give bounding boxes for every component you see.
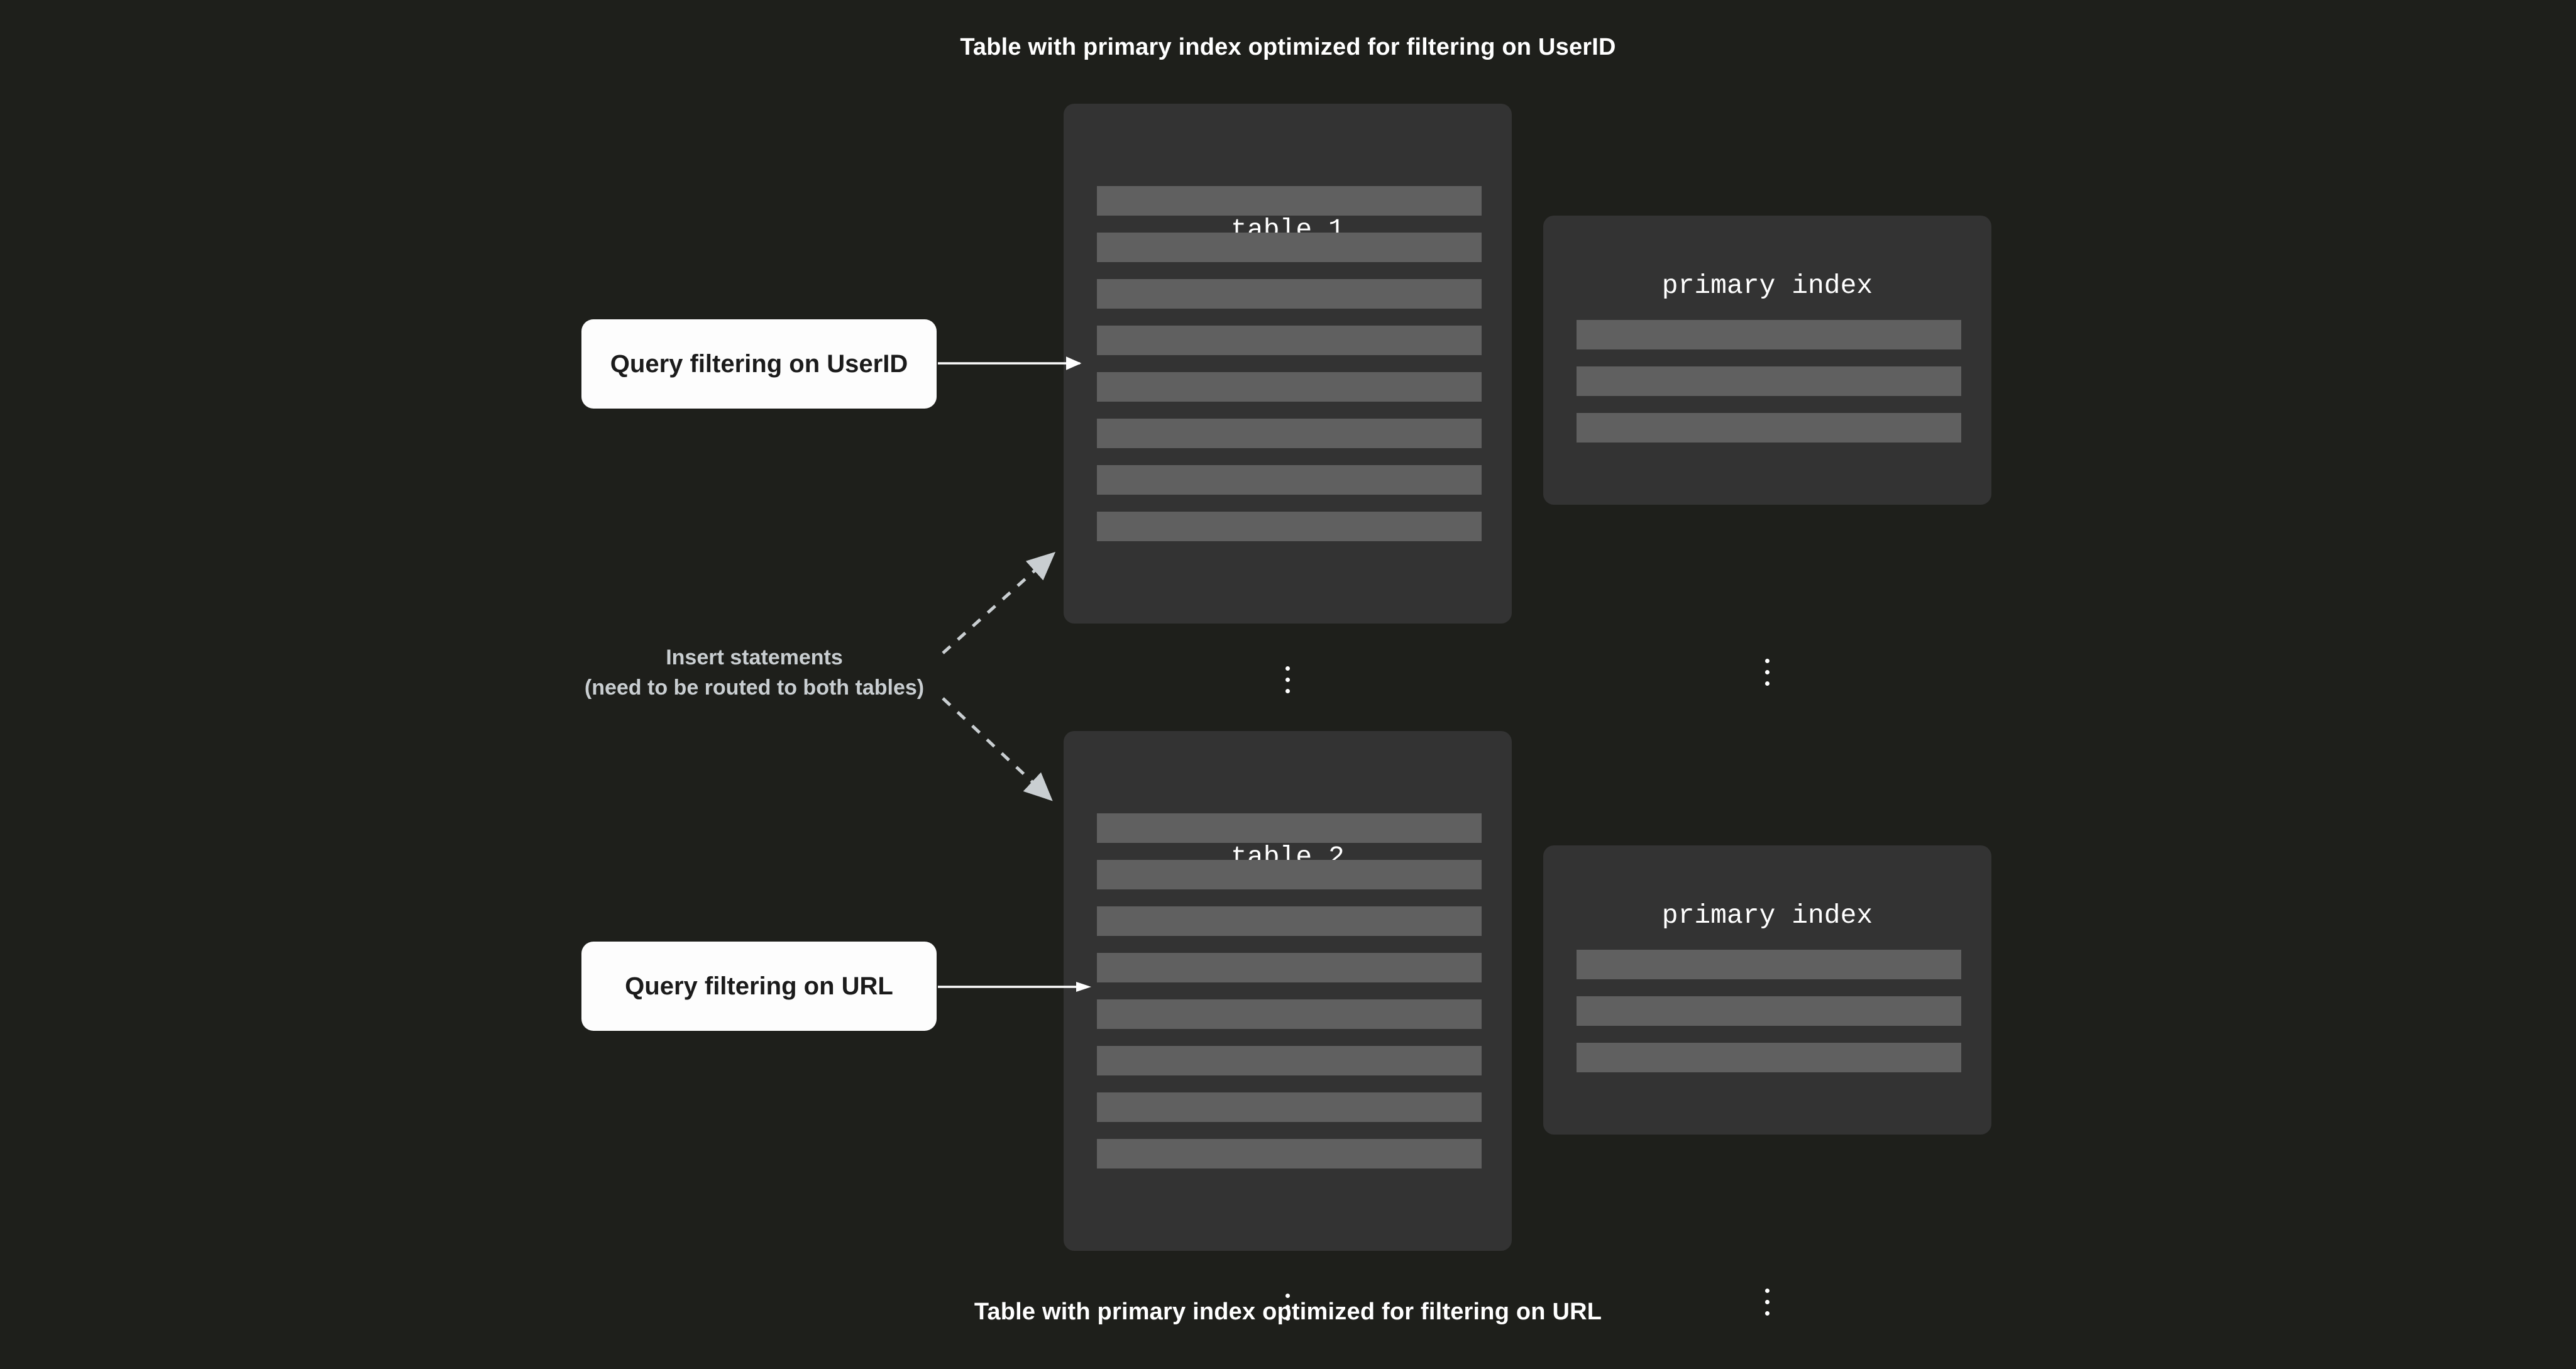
table-row bbox=[1097, 1046, 1482, 1075]
table-card-2[interactable]: table 2 bbox=[1064, 731, 1512, 1321]
caption-top: Table with primary index optimized for f… bbox=[960, 34, 1616, 60]
primary-index-card-2-rows bbox=[1577, 950, 1961, 1089]
table-row bbox=[1097, 279, 1482, 309]
query-box-userid[interactable]: Query filtering on UserID bbox=[581, 319, 937, 409]
primary-index-card-1[interactable]: primary index bbox=[1543, 216, 1991, 686]
query-box-url-label: Query filtering on URL bbox=[625, 972, 893, 1000]
table-row bbox=[1097, 372, 1482, 402]
table-card-1-vertical-ellipsis-icon bbox=[1064, 666, 1512, 693]
table-row bbox=[1097, 1139, 1482, 1168]
primary-index-card-2-vertical-ellipsis-icon bbox=[1543, 1289, 1991, 1316]
caption-bottom: Table with primary index optimized for f… bbox=[974, 1299, 1602, 1325]
primary-index-card-1-title: primary index bbox=[1661, 270, 1873, 301]
primary-index-card-2-title: primary index bbox=[1661, 900, 1873, 931]
table-row bbox=[1097, 233, 1482, 262]
table-card-2-vertical-ellipsis-icon bbox=[1064, 1294, 1512, 1321]
table-row bbox=[1577, 413, 1961, 443]
table-row bbox=[1097, 326, 1482, 355]
table-row bbox=[1097, 999, 1482, 1029]
table-row bbox=[1577, 950, 1961, 979]
insert-statements-label-line2: (need to be routed to both tables) bbox=[584, 676, 925, 700]
primary-index-card-2[interactable]: primary index bbox=[1543, 845, 1991, 1316]
table-row bbox=[1097, 906, 1482, 936]
table-card-1-rows bbox=[1097, 186, 1482, 558]
table-row bbox=[1097, 1092, 1482, 1122]
insert-statements-label-line1: Insert statements bbox=[666, 646, 843, 669]
table-row bbox=[1577, 996, 1961, 1026]
table-row bbox=[1097, 419, 1482, 448]
table-row bbox=[1097, 953, 1482, 982]
table-row bbox=[1097, 512, 1482, 541]
table-row bbox=[1097, 465, 1482, 495]
connector-insert-to-table-1 bbox=[942, 551, 1056, 654]
table-row bbox=[1577, 1043, 1961, 1072]
query-box-userid-label: Query filtering on UserID bbox=[610, 349, 908, 378]
table-row bbox=[1097, 860, 1482, 889]
table-row bbox=[1577, 320, 1961, 349]
primary-index-card-1-vertical-ellipsis-icon bbox=[1543, 659, 1991, 686]
table-row bbox=[1577, 366, 1961, 396]
table-row bbox=[1097, 186, 1482, 216]
query-box-url[interactable]: Query filtering on URL bbox=[581, 942, 937, 1031]
primary-index-card-1-rows bbox=[1577, 320, 1961, 459]
table-card-2-rows bbox=[1097, 813, 1482, 1185]
table-row bbox=[1097, 813, 1482, 843]
insert-statements-label: Insert statements (need to be routed to … bbox=[440, 642, 1069, 703]
connector-insert-to-table-2 bbox=[942, 697, 1053, 801]
table-card-1[interactable]: table 1 bbox=[1064, 104, 1512, 693]
